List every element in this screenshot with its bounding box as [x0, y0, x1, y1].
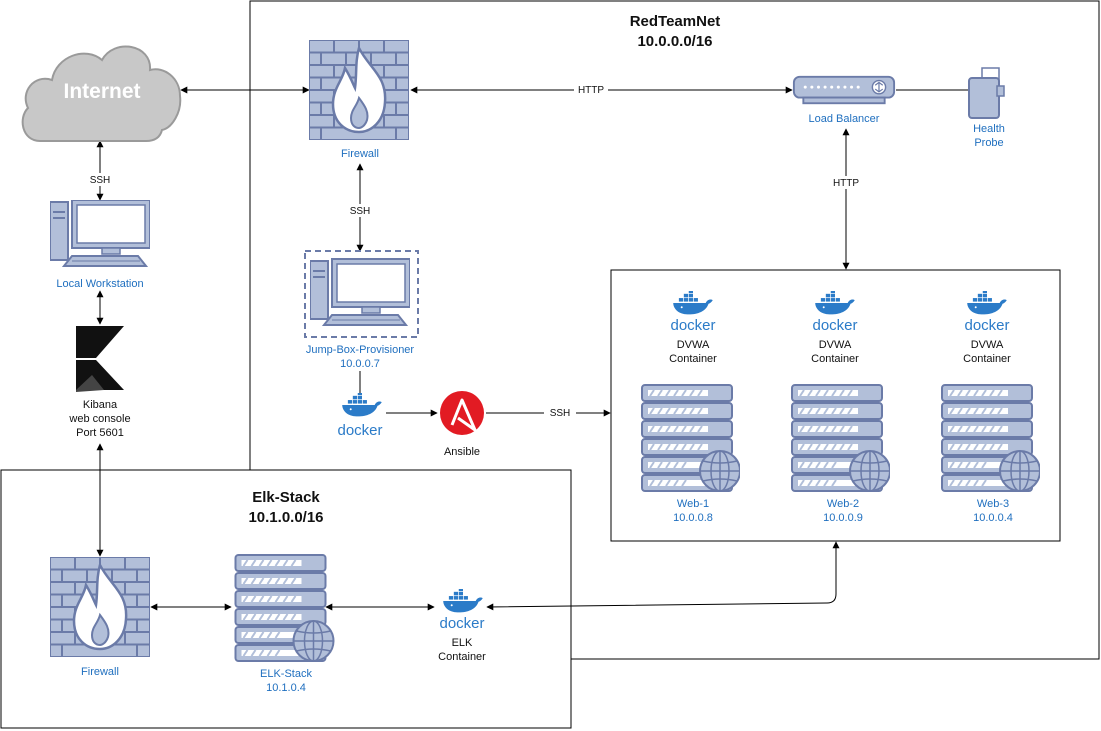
kibana-line3: Port 5601	[76, 427, 124, 439]
edge-label-internet-workstation: SSH	[90, 175, 111, 186]
ansible-node: Ansible	[440, 391, 484, 458]
health-probe-node: Health Probe	[968, 67, 1005, 149]
dvwa-container-2: docker DVWA Container	[811, 291, 859, 365]
web-ip: 10.0.0.9	[823, 512, 863, 524]
elk-server-ip: 10.1.0.4	[266, 682, 306, 694]
dvwa-container-1: docker DVWA Container	[669, 291, 717, 365]
edge-label-firewall-jumpbox: SSH	[350, 206, 371, 217]
kibana-line2: web console	[68, 413, 130, 425]
dvwa-label-line1: DVWA	[971, 339, 1004, 351]
edge-label-firewall-lb: HTTP	[578, 85, 604, 96]
docker-text: docker	[439, 615, 484, 632]
web-server-2: Web-2 10.0.0.9	[791, 384, 890, 524]
dvwa-label-line1: DVWA	[677, 339, 710, 351]
redteam-subnet: 10.0.0.0/16	[637, 33, 712, 50]
cloud-icon	[21, 45, 182, 142]
web-name: Web-2	[827, 498, 859, 510]
firewall-elk-node: Firewall	[50, 557, 150, 678]
elk-title: Elk-Stack	[252, 489, 320, 506]
dvwa-label-line2: Container	[811, 353, 859, 365]
edge-label-lb-web: HTTP	[833, 178, 859, 189]
dvwa-label-line2: Container	[963, 353, 1011, 365]
web-ip: 10.0.0.4	[973, 512, 1013, 524]
load-balancer-node: Load Balancer	[792, 75, 896, 125]
jump-box-label: Jump-Box-Provisioner	[306, 344, 415, 356]
elk-container-node: docker ELK Container	[438, 589, 486, 663]
server-icon	[234, 553, 335, 663]
firewall-icon	[50, 557, 150, 657]
jump-box-ip: 10.0.0.7	[340, 358, 380, 370]
load-balancer-label: Load Balancer	[809, 113, 880, 125]
docker-jump-text: docker	[337, 422, 382, 439]
firewall-top-node: Firewall	[309, 40, 409, 160]
dvwa-container-3: docker DVWA Container	[963, 291, 1011, 365]
computer-icon	[310, 258, 410, 327]
web-name: Web-3	[977, 498, 1009, 510]
docker-jump-node: docker	[337, 393, 383, 439]
web-name: Web-1	[677, 498, 709, 510]
computer-icon	[50, 200, 150, 267]
kibana-logo-icon	[76, 326, 124, 392]
internet-node: Internet	[21, 45, 182, 142]
local-workstation-label: Local Workstation	[56, 278, 143, 290]
elk-container-line2: Container	[438, 651, 486, 663]
redteam-group-box	[249, 0, 1100, 660]
server-icon	[791, 384, 890, 492]
server-icon	[941, 384, 1040, 492]
edge-elkcontainer-web	[486, 541, 840, 611]
internet-label: Internet	[63, 80, 140, 103]
elk-server-label: ELK-Stack	[260, 668, 312, 680]
dvwa-label-line1: DVWA	[819, 339, 852, 351]
kibana-line1: Kibana	[83, 399, 118, 411]
kibana-node: Kibana web console Port 5601	[68, 326, 131, 439]
storage-device-icon	[968, 67, 1005, 119]
docker-text: docker	[812, 317, 857, 334]
ansible-logo-icon	[440, 391, 484, 435]
elk-subnet: 10.1.0.0/16	[248, 509, 323, 526]
web-server-3: Web-3 10.0.0.4	[941, 384, 1040, 524]
web-ip: 10.0.0.8	[673, 512, 713, 524]
load-balancer-icon	[792, 75, 896, 105]
edge-label-ansible-web: SSH	[550, 408, 571, 419]
local-workstation-node: Local Workstation	[50, 200, 150, 290]
ansible-label: Ansible	[444, 446, 480, 458]
docker-text: docker	[670, 317, 715, 334]
health-probe-label-line2: Probe	[974, 137, 1003, 149]
server-icon	[641, 384, 740, 492]
selection-frame	[304, 250, 419, 338]
elk-container-line1: ELK	[452, 637, 473, 649]
web-server-1: Web-1 10.0.0.8	[641, 384, 740, 524]
jump-box-node: Jump-Box-Provisioner 10.0.0.7	[304, 250, 419, 370]
docker-text: docker	[964, 317, 1009, 334]
docker-whale-icon	[342, 393, 382, 417]
elk-server-node: ELK-Stack 10.1.0.4	[234, 553, 335, 694]
firewall-icon	[309, 40, 409, 140]
firewall-top-label: Firewall	[341, 148, 379, 160]
dvwa-label-line2: Container	[669, 353, 717, 365]
firewall-elk-label: Firewall	[81, 666, 119, 678]
health-probe-label-line1: Health	[973, 123, 1005, 135]
redteam-title: RedTeamNet	[630, 13, 721, 30]
